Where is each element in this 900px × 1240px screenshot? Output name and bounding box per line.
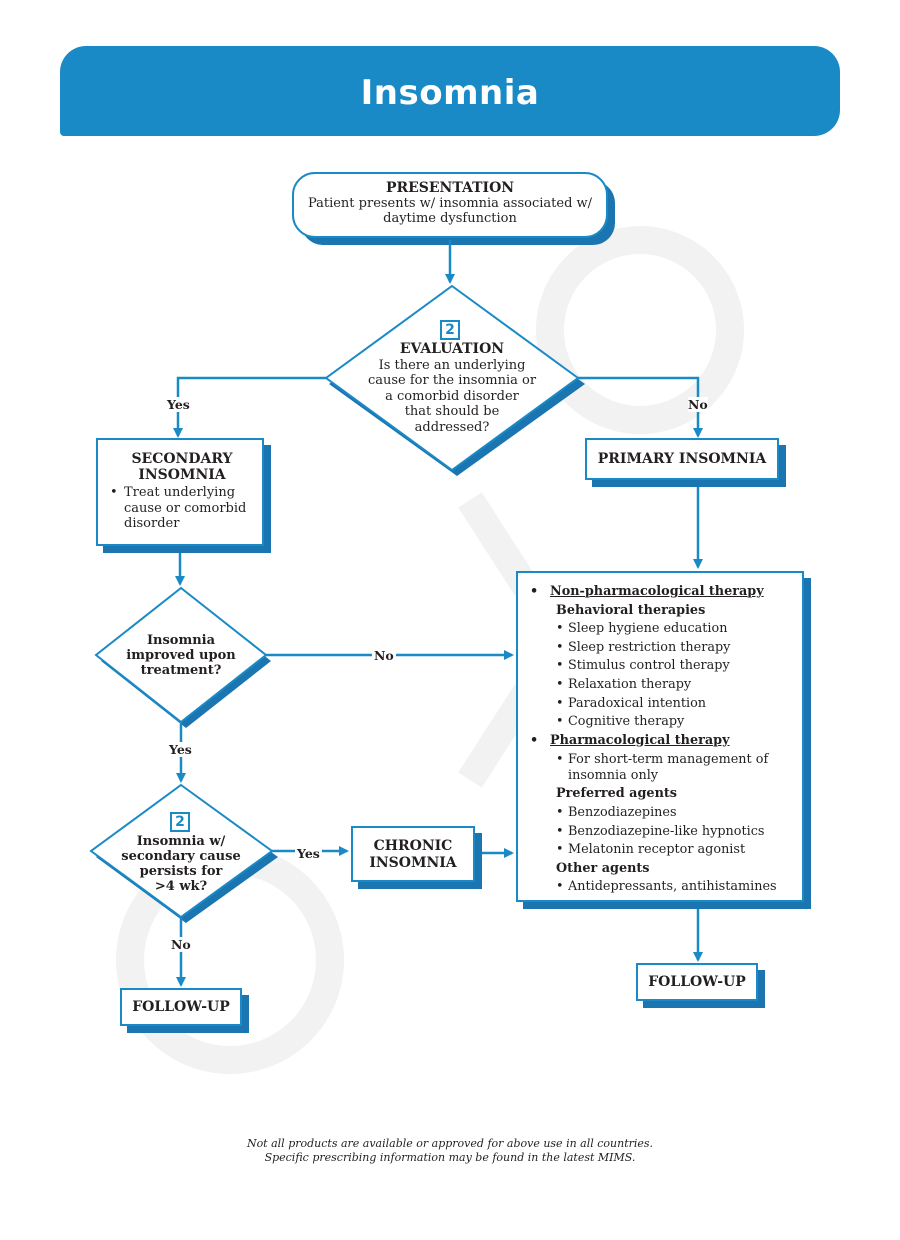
followup-left-box: FOLLOW-UP: [120, 988, 242, 1026]
other-list: Antidepressants, antihistamines: [526, 878, 796, 897]
improved-line1: Insomnia: [146, 633, 216, 648]
list-item: Sleep hygiene education: [526, 620, 796, 639]
preferred-label: Preferred agents: [556, 786, 677, 802]
nonpharm-heading: Non-pharmacological therapy: [526, 583, 796, 602]
other-label: Other agents: [556, 860, 650, 876]
therapy-box: Non-pharmacological therapy Behavioral t…: [516, 571, 804, 902]
list-item: Benzodiazepines: [526, 804, 796, 823]
improved-line3: treatment?: [140, 663, 222, 678]
list-item: Relaxation therapy: [526, 676, 796, 695]
evaluation-line3: a comorbid disorder: [385, 388, 519, 404]
short-term-list: For short-term management of insomnia on…: [526, 750, 796, 785]
presentation-text-line1: Patient presents w/ insomnia associated …: [307, 196, 593, 211]
evaluation-line4: that should be: [404, 404, 500, 419]
presentation-box-shape: [292, 172, 615, 245]
improved-diamond-shape: [94, 586, 271, 728]
list-item: Cognitive therapy: [526, 713, 796, 732]
secondary-bullet: • Treat underlying cause or comorbid dis…: [108, 485, 256, 532]
list-item: Melatonin receptor agonist: [526, 841, 796, 860]
evaluation-title: EVALUATION: [399, 341, 505, 357]
footnote-line2: Specific prescribing information may be …: [264, 1151, 636, 1164]
presentation-title: PRESENTATION: [385, 180, 515, 196]
list-item: Antidepressants, antihistamines: [526, 878, 796, 897]
edge-label-improved-yes: Yes: [169, 742, 192, 757]
secondary-bullet-line1: Treat underlying: [124, 485, 236, 500]
followup-left-label: FOLLOW-UP: [132, 999, 230, 1015]
evaluation-badge: 2: [440, 320, 460, 340]
secondary-insomnia-box: SECONDARY INSOMNIA • Treat underlying ca…: [96, 438, 264, 546]
persists-diamond: Insomnia w/ secondary cause persists for…: [111, 834, 251, 894]
preferred-list: Benzodiazepines Benzodiazepine-like hypn…: [526, 804, 796, 860]
behavioral-label: Behavioral therapies: [556, 602, 706, 618]
edge-label-improved-no: No: [372, 648, 396, 663]
behavioral-list: Sleep hygiene education Sleep restrictio…: [526, 620, 796, 732]
short-term-line2: insomnia only: [568, 767, 659, 783]
secondary-bullet-line3: disorder: [124, 516, 180, 531]
footnote: Not all products are available or approv…: [0, 1137, 900, 1165]
persists-line2: secondary cause: [121, 849, 241, 864]
list-item: Sleep restriction therapy: [526, 639, 796, 658]
list-item: Stimulus control therapy: [526, 657, 796, 676]
evaluation-diamond-shape: [324, 284, 585, 476]
improved-diamond: Insomnia improved upon treatment?: [111, 633, 251, 678]
primary-title: PRIMARY INSOMNIA: [597, 451, 767, 467]
arrow-evaluation-to-secondary: [173, 376, 326, 438]
page-title: Insomnia: [360, 73, 540, 113]
footnote-line1: Not all products are available or approv…: [246, 1137, 654, 1150]
persists-badge: 2: [170, 812, 190, 832]
evaluation-diamond: EVALUATION Is there an underlying cause …: [352, 341, 552, 435]
list-item: Paradoxical intention: [526, 695, 796, 714]
secondary-title-line1: SECONDARY: [131, 451, 233, 467]
evaluation-line2: cause for the insomnia or: [367, 373, 537, 388]
primary-insomnia-box: PRIMARY INSOMNIA: [585, 438, 779, 480]
chronic-line1: CHRONIC: [373, 838, 453, 854]
presentation-box: PRESENTATION Patient presents w/ insomni…: [293, 180, 607, 227]
evaluation-line1: Is there an underlying: [378, 357, 526, 373]
edge-label-persists-no: No: [171, 937, 191, 952]
secondary-bullet-line2: cause or comorbid: [124, 500, 247, 516]
followup-right-box: FOLLOW-UP: [636, 963, 758, 1001]
chronic-line2: INSOMNIA: [369, 855, 457, 871]
pharm-heading: Pharmacological therapy: [526, 732, 796, 751]
short-term-line1: For short-term management of: [568, 752, 769, 768]
evaluation-line5: addressed?: [414, 419, 490, 435]
arrow-evaluation-to-primary: [578, 376, 703, 438]
persists-line1: Insomnia w/: [136, 834, 226, 849]
chronic-insomnia-box: CHRONIC INSOMNIA: [351, 826, 475, 882]
persists-line3: persists for: [139, 864, 223, 879]
improved-line2: improved upon: [126, 648, 236, 663]
bullet-glyph: •: [110, 485, 118, 500]
edge-label-evaluation-no: No: [688, 397, 708, 412]
secondary-title-line2: INSOMNIA: [138, 466, 226, 483]
presentation-text-line2: daytime dysfunction: [383, 211, 517, 226]
list-item: Benzodiazepine-like hypnotics: [526, 823, 796, 842]
followup-right-label: FOLLOW-UP: [648, 974, 746, 990]
edge-label-evaluation-yes: Yes: [167, 397, 190, 412]
title-banner: Insomnia: [60, 46, 840, 136]
persists-line4: >4 wk?: [154, 879, 208, 894]
edge-label-persists-yes: Yes: [295, 846, 322, 861]
short-term-item: For short-term management of insomnia on…: [526, 750, 796, 785]
